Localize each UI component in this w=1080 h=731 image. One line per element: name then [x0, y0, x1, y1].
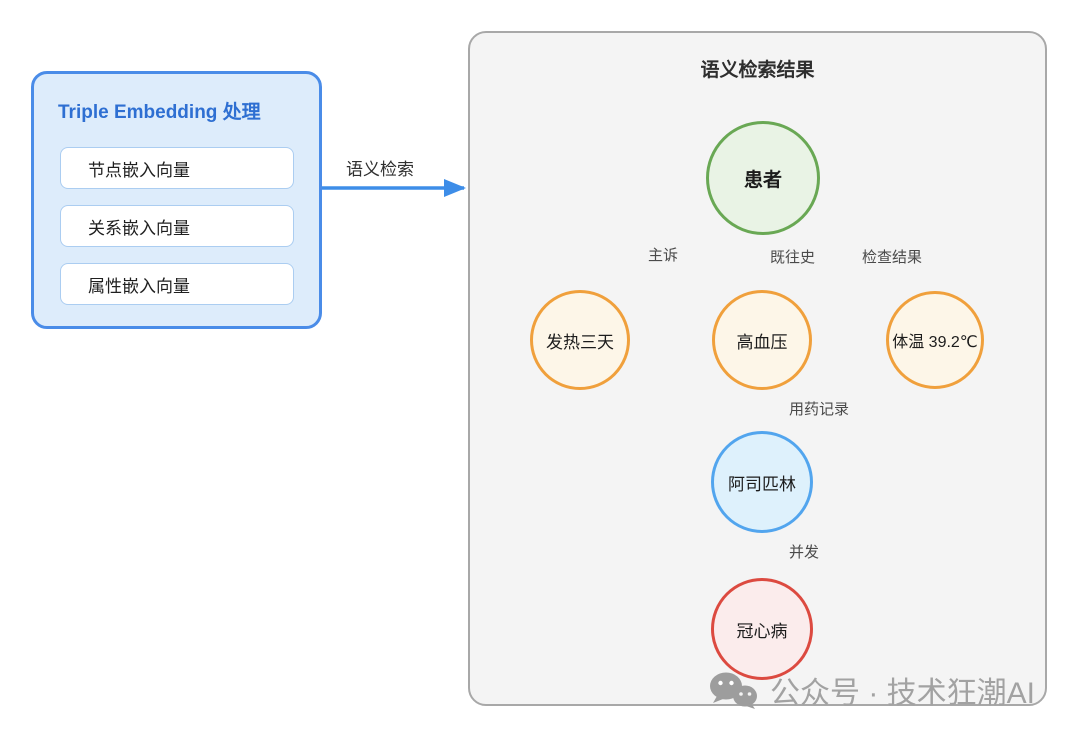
semantic-result-title: 语义检索结果	[700, 60, 815, 81]
node-hypertension[interactable]: 高血压	[712, 290, 812, 390]
node-patient-label: 患者	[743, 169, 782, 191]
embedding-item-node-vector[interactable]: 节点嵌入向量	[60, 147, 294, 189]
edge-label-medication-record: 用药记录	[789, 401, 850, 418]
node-aspirin-label: 阿司匹林	[728, 474, 796, 494]
node-fever-label: 发热三天	[546, 332, 614, 352]
edge-label-past-history: 既往史	[770, 249, 816, 266]
node-patient[interactable]: 患者	[706, 121, 820, 235]
node-aspirin[interactable]: 阿司匹林	[711, 431, 813, 533]
watermark: 公众号 · 技术狂潮AI	[705, 668, 1035, 712]
wechat-icon	[710, 672, 757, 709]
embedding-item-attribute-vector[interactable]: 属性嵌入向量	[60, 263, 294, 305]
node-hypertension-label: 高血压	[736, 332, 788, 352]
edge-label-complication: 并发	[789, 544, 820, 561]
edge-label-chief-complaint: 主诉	[648, 247, 679, 264]
edge-label-exam-result: 检查结果	[862, 249, 923, 266]
triple-embedding-title: Triple Embedding 处理	[58, 102, 261, 123]
watermark-text: 公众号 · 技术狂潮AI	[770, 677, 1036, 710]
embedding-item-relation-vector[interactable]: 关系嵌入向量	[60, 205, 294, 247]
triple-embedding-panel: Triple Embedding 处理 节点嵌入向量 关系嵌入向量 属性嵌入向量	[31, 71, 322, 329]
node-coronary-label: 冠心病	[736, 621, 788, 641]
node-coronary-disease[interactable]: 冠心病	[711, 578, 813, 680]
node-temperature[interactable]: 体温 39.2℃	[886, 291, 984, 389]
connector-label-semantic-retrieval: 语义检索	[346, 160, 414, 179]
node-fever-three-days[interactable]: 发热三天	[530, 290, 630, 390]
node-temperature-label: 体温 39.2℃	[892, 334, 978, 351]
